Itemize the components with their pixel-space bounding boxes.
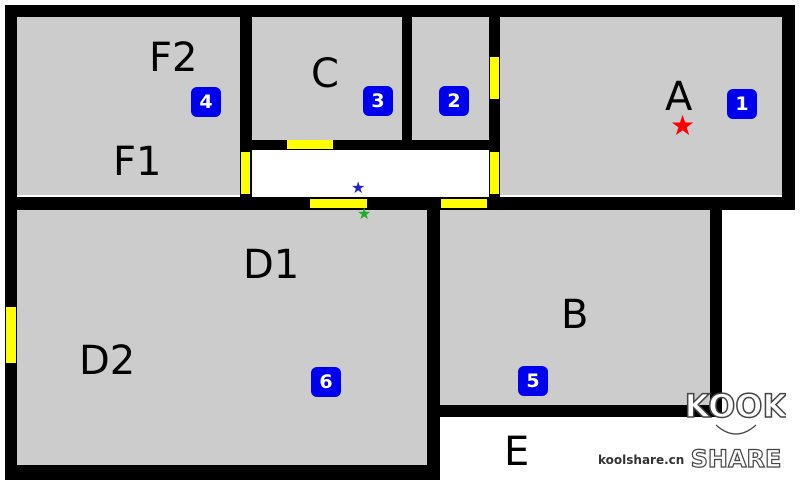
green-star-icon: ★ — [357, 204, 372, 223]
door-2-a — [490, 57, 499, 99]
watermark-site-text: koolshare.cn — [598, 453, 685, 467]
badge-4: 4 — [191, 87, 221, 117]
door-d-exterior — [6, 307, 16, 363]
red-star-icon: ★ — [670, 109, 696, 142]
wall-right-upper — [782, 5, 795, 210]
door-c-corridor — [287, 140, 333, 149]
badge-6: 6 — [311, 367, 341, 397]
wall-bottom-d — [5, 465, 440, 480]
room-label-d2: D2 — [79, 338, 136, 384]
wall-c-2-divider — [402, 5, 412, 150]
badge-1: 1 — [727, 89, 757, 119]
badge-5: 5 — [518, 366, 548, 396]
door-a-corridor — [490, 152, 499, 194]
wall-b-bottom — [427, 405, 722, 417]
blue-star-icon: ★ — [351, 178, 366, 197]
wall-2-a-divider — [489, 5, 500, 210]
wall-b-right — [710, 197, 722, 417]
room-b-floor — [440, 210, 710, 405]
wall-left — [5, 5, 17, 480]
room-label-e: E — [504, 429, 530, 475]
wall-middle-horizontal — [5, 197, 795, 210]
room-label-f2: F2 — [149, 35, 198, 81]
room-label-f1: F1 — [113, 139, 162, 185]
wall-d-b-divider — [427, 197, 440, 480]
corridor-floor — [252, 150, 490, 198]
logo-top-text: KOOK — [686, 387, 786, 425]
logo-smile-outline-icon — [715, 424, 757, 435]
room-c-floor — [252, 15, 402, 140]
door-d-corridor — [310, 199, 367, 208]
room-2-floor — [412, 15, 489, 140]
wall-top — [5, 5, 795, 17]
room-label-b: B — [561, 292, 589, 338]
wall-corridor-top — [240, 140, 500, 150]
door-b-corridor — [441, 199, 487, 208]
door-f-corridor — [241, 152, 250, 194]
badge-2: 2 — [439, 86, 469, 116]
badge-3: 3 — [363, 86, 393, 116]
koolshare-logo: KOOK SHARE — [686, 386, 786, 473]
room-label-c: C — [311, 51, 339, 97]
room-label-d1: D1 — [243, 242, 300, 288]
logo-bottom-text: SHARE — [691, 445, 782, 473]
room-d-floor — [17, 210, 427, 465]
room-label-a: A — [665, 74, 693, 120]
